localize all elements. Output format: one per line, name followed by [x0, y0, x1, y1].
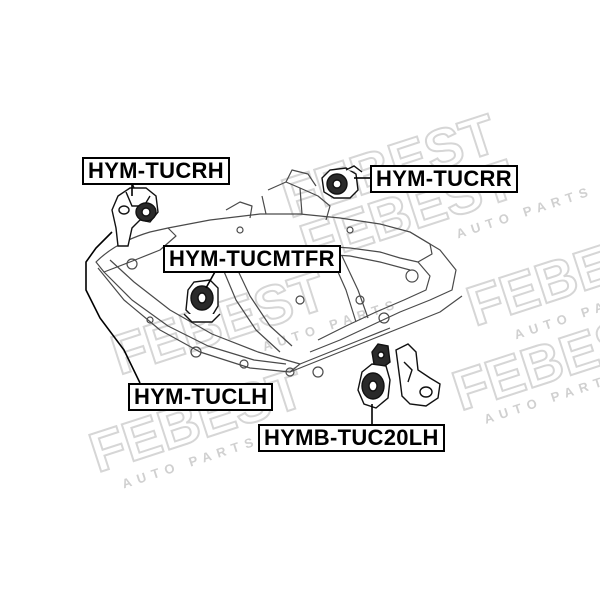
part-label-tucrr: HYM-TUCRR	[370, 165, 518, 193]
part-label-tuclh: HYM-TUCLH	[128, 383, 274, 411]
mount-tuc20lh	[357, 343, 441, 409]
mount-tucmtfr	[183, 279, 221, 323]
part-label-tucmtfr: HYM-TUCMTFR	[163, 245, 341, 273]
leader-tuclh	[85, 231, 141, 384]
watermark-brand-2: FEBEST	[104, 258, 334, 386]
mount-tucrr	[321, 165, 363, 199]
part-label-tucrh: HYM-TUCRH	[82, 157, 230, 185]
leader-tucmtfr	[205, 269, 217, 289]
subframe	[95, 169, 463, 378]
mount-tucrh	[111, 177, 159, 247]
part-label-tuc20lh: HYMB-TUC20LH	[258, 424, 445, 452]
